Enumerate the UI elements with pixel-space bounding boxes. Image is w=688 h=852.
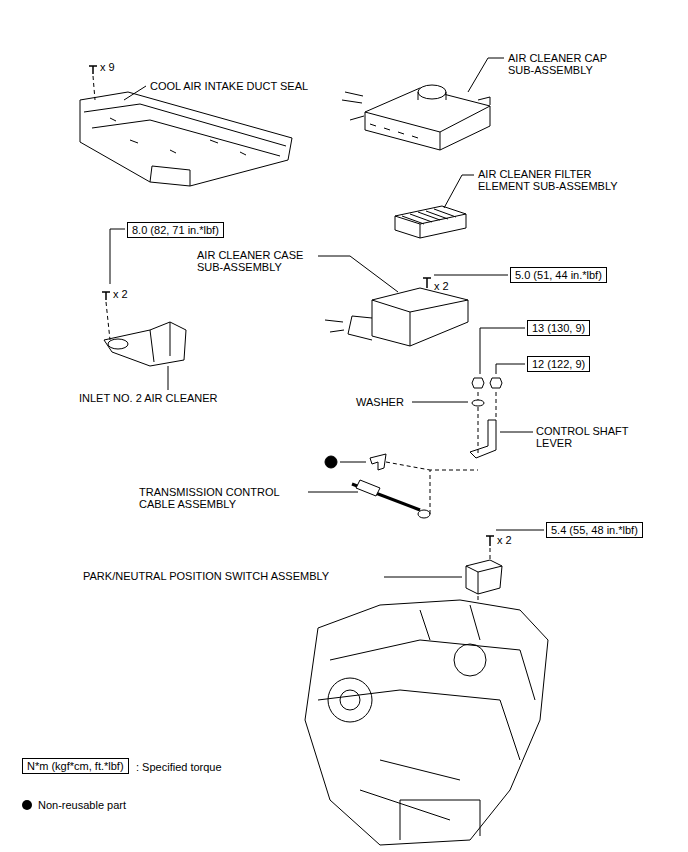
torque-value: 12 (122, 9) xyxy=(532,358,585,370)
torque-value: 8.0 (82, 71 in.*lbf) xyxy=(132,224,219,236)
legend-text: : Specified torque xyxy=(136,761,222,773)
air-cleaner-cap-drawing xyxy=(342,85,490,150)
part-name: AIR CLEANER CAP SUB-ASSEMBLY xyxy=(508,52,633,76)
torque-box: 8.0 (82, 71 in.*lbf) xyxy=(127,222,224,238)
part-name: WASHER xyxy=(356,396,404,408)
legend-text: Non-reusable part xyxy=(38,799,126,811)
part-name: PARK/NEUTRAL POSITION SWITCH ASSEMBLY xyxy=(83,570,329,582)
torque-value: N*m (kgf*cm, ft.*lbf) xyxy=(27,760,124,772)
torque-value: 5.0 (51, 44 in.*lbf) xyxy=(515,269,602,281)
transaxle-drawing xyxy=(305,600,548,845)
part-name: INLET NO. 2 AIR CLEANER xyxy=(79,392,218,404)
quantity-label: x 2 xyxy=(113,288,128,300)
inlet-drawing xyxy=(102,292,186,366)
filter-element-drawing xyxy=(395,206,466,238)
torque-box: 13 (130, 9) xyxy=(527,320,590,336)
torque-box: 5.0 (51, 44 in.*lbf) xyxy=(510,267,607,283)
torque-box: N*m (kgf*cm, ft.*lbf) xyxy=(22,758,129,774)
quantity-label: x 9 xyxy=(100,61,115,73)
torque-box: 12 (122, 9) xyxy=(527,356,590,372)
cable-drawing xyxy=(352,454,478,518)
torque-value: 5.4 (55, 48 in.*lbf) xyxy=(551,524,638,536)
air-cleaner-case-drawing xyxy=(325,278,468,346)
lever-drawing xyxy=(470,378,502,458)
part-name: CONTROL SHAFT LEVER xyxy=(536,425,641,449)
part-name: AIR CLEANER FILTER ELEMENT SUB-ASSEMBLY xyxy=(478,168,628,192)
leader-lines xyxy=(110,58,544,577)
legend-swatch xyxy=(22,800,32,810)
torque-value: 13 (130, 9) xyxy=(532,322,585,334)
quantity-label: x 2 xyxy=(497,534,512,546)
part-name: COOL AIR INTAKE DUCT SEAL xyxy=(150,80,308,92)
part-name: TRANSMISSION CONTROL CABLE ASSEMBLY xyxy=(139,486,289,510)
part-name: AIR CLEANER CASE SUB-ASSEMBLY xyxy=(197,249,317,273)
quantity-label: x 2 xyxy=(434,280,449,292)
non-reusable-dot xyxy=(325,456,337,468)
torque-box: 5.4 (55, 48 in.*lbf) xyxy=(546,522,643,538)
